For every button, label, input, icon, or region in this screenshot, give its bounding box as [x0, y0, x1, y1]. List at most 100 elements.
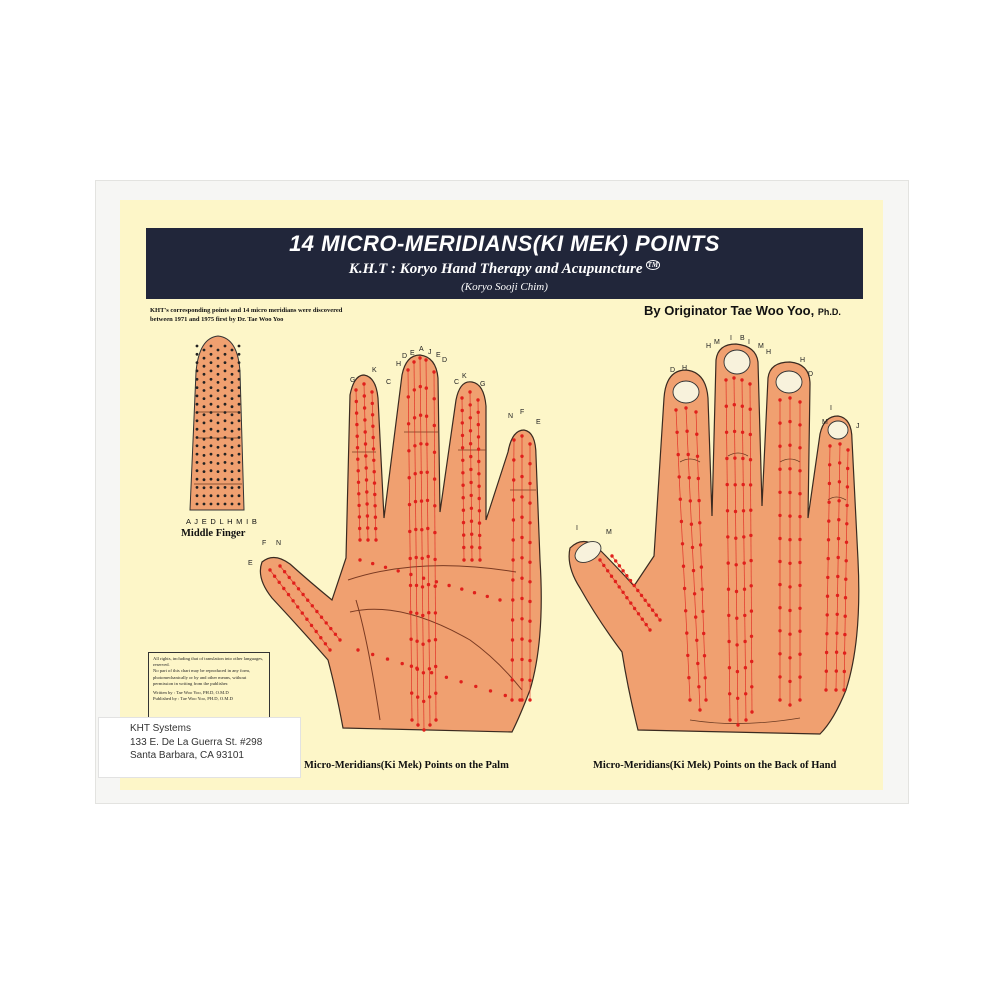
meridian-point: [223, 502, 227, 506]
meridian-point: [383, 565, 388, 569]
meridian-point: [230, 462, 234, 465]
meridian-point: [223, 444, 227, 448]
palm-meridian-letter: G: [350, 377, 355, 384]
meridian-point: [230, 486, 234, 490]
middle-finger-drawing: [189, 335, 245, 511]
meridian-point: [202, 486, 206, 490]
meridian-point: [195, 411, 199, 414]
meridian-point: [216, 429, 220, 433]
meridian-point: [202, 494, 206, 498]
meridian-line: [363, 383, 369, 541]
back-meridian-letter: I: [748, 339, 750, 346]
meridian-point: [202, 413, 206, 417]
meridian-point: [371, 561, 375, 566]
meridian-point: [223, 461, 227, 464]
meridian-point: [216, 405, 220, 409]
meridian-point: [216, 397, 220, 400]
meridian-point: [415, 666, 419, 670]
meridian-point: [237, 494, 241, 498]
meridian-point: [237, 411, 241, 414]
meridian-point: [202, 348, 206, 352]
meridian-point: [202, 437, 206, 441]
back-meridian-letter: B: [740, 335, 745, 342]
meridian-point: [202, 429, 206, 433]
meridian-point: [230, 381, 234, 384]
palm-meridian-letter: H: [396, 361, 401, 368]
meridian-point: [358, 558, 362, 562]
meridian-point: [216, 364, 220, 368]
back-meridian-letter: M: [758, 343, 764, 350]
meridian-point: [202, 372, 206, 376]
meridian-point: [209, 419, 213, 423]
meridian-point: [223, 377, 227, 381]
meridian-point: [223, 469, 227, 473]
meridian-point: [209, 502, 213, 506]
palm-hand-drawing: [259, 354, 542, 733]
meridian-point: [209, 352, 213, 356]
meridian-point: [195, 494, 199, 498]
address-line-3: Santa Barbara, CA 93101: [130, 750, 244, 761]
back-meridian-letter: M: [714, 339, 720, 346]
meridian-point: [202, 405, 206, 409]
palm-meridian-letter: C: [386, 379, 391, 386]
discovery-note: KHT's corresponding points and 14 micro …: [150, 306, 430, 324]
meridian-point: [230, 356, 234, 360]
meridian-point: [195, 486, 199, 489]
meridian-point: [223, 361, 227, 364]
back-meridian-letter: D: [808, 371, 813, 378]
meridian-point: [216, 356, 220, 360]
meridian-line: [371, 391, 377, 541]
chart-title: 14 MICRO-MERIDIANS(KI MEK) POINTS: [289, 231, 720, 256]
meridian-point: [195, 377, 199, 381]
meridian-point: [195, 477, 199, 481]
meridian-line: [725, 379, 731, 721]
meridian-point: [195, 369, 199, 373]
meridian-line: [599, 559, 651, 631]
meridian-line: [825, 445, 831, 691]
meridian-point: [230, 364, 234, 368]
meridian-point: [209, 436, 213, 439]
meridian-point: [421, 576, 426, 580]
meridian-point: [202, 454, 206, 457]
meridian-point: [472, 591, 477, 595]
middle-finger-meridian-letters: A J E D L H M I B: [186, 517, 258, 526]
back-meridian-letter: H: [800, 357, 805, 364]
rights-notice-box: All rights, including that of translatio…: [148, 652, 270, 726]
meridian-line: [685, 407, 701, 711]
meridian-line: [461, 397, 465, 561]
palm-meridian-letter: D: [402, 353, 407, 360]
meridian-point: [195, 427, 199, 431]
meridian-point: [223, 427, 227, 431]
meridian-point: [237, 477, 241, 481]
back-meridian-letter: I: [730, 335, 732, 342]
meridian-point: [209, 477, 213, 481]
meridian-point: [429, 671, 434, 675]
palm-meridian-letter: G: [480, 381, 485, 388]
meridian-point: [230, 454, 234, 457]
back-meridian-letter: H: [766, 349, 771, 356]
meridian-point: [230, 405, 234, 409]
meridian-point: [223, 436, 227, 439]
meridian-point: [237, 427, 241, 431]
meridian-point: [498, 598, 502, 602]
meridian-point: [409, 572, 413, 577]
meridian-point: [237, 444, 241, 448]
meridian-point: [209, 402, 213, 406]
middle-finger-caption: Middle Finger: [181, 528, 246, 539]
meridian-line: [425, 359, 431, 726]
palm-meridian-letter: F: [520, 409, 524, 416]
palm-meridian-letter: F: [262, 540, 266, 547]
chart-subtitle: K.H.T : Koryo Hand Therapy and Acupunctu…: [146, 260, 863, 278]
meridian-line: [611, 555, 661, 621]
palm-meridian-letter: J: [428, 349, 432, 356]
palm-meridian-letter: K: [462, 373, 467, 380]
meridian-point: [230, 348, 234, 352]
meridian-point: [356, 648, 360, 652]
meridian-point: [237, 402, 241, 406]
meridian-point: [209, 361, 213, 364]
meridian-point: [237, 452, 241, 456]
meridian-point: [202, 356, 206, 360]
meridian-point: [230, 429, 234, 433]
meridian-point: [202, 478, 206, 482]
